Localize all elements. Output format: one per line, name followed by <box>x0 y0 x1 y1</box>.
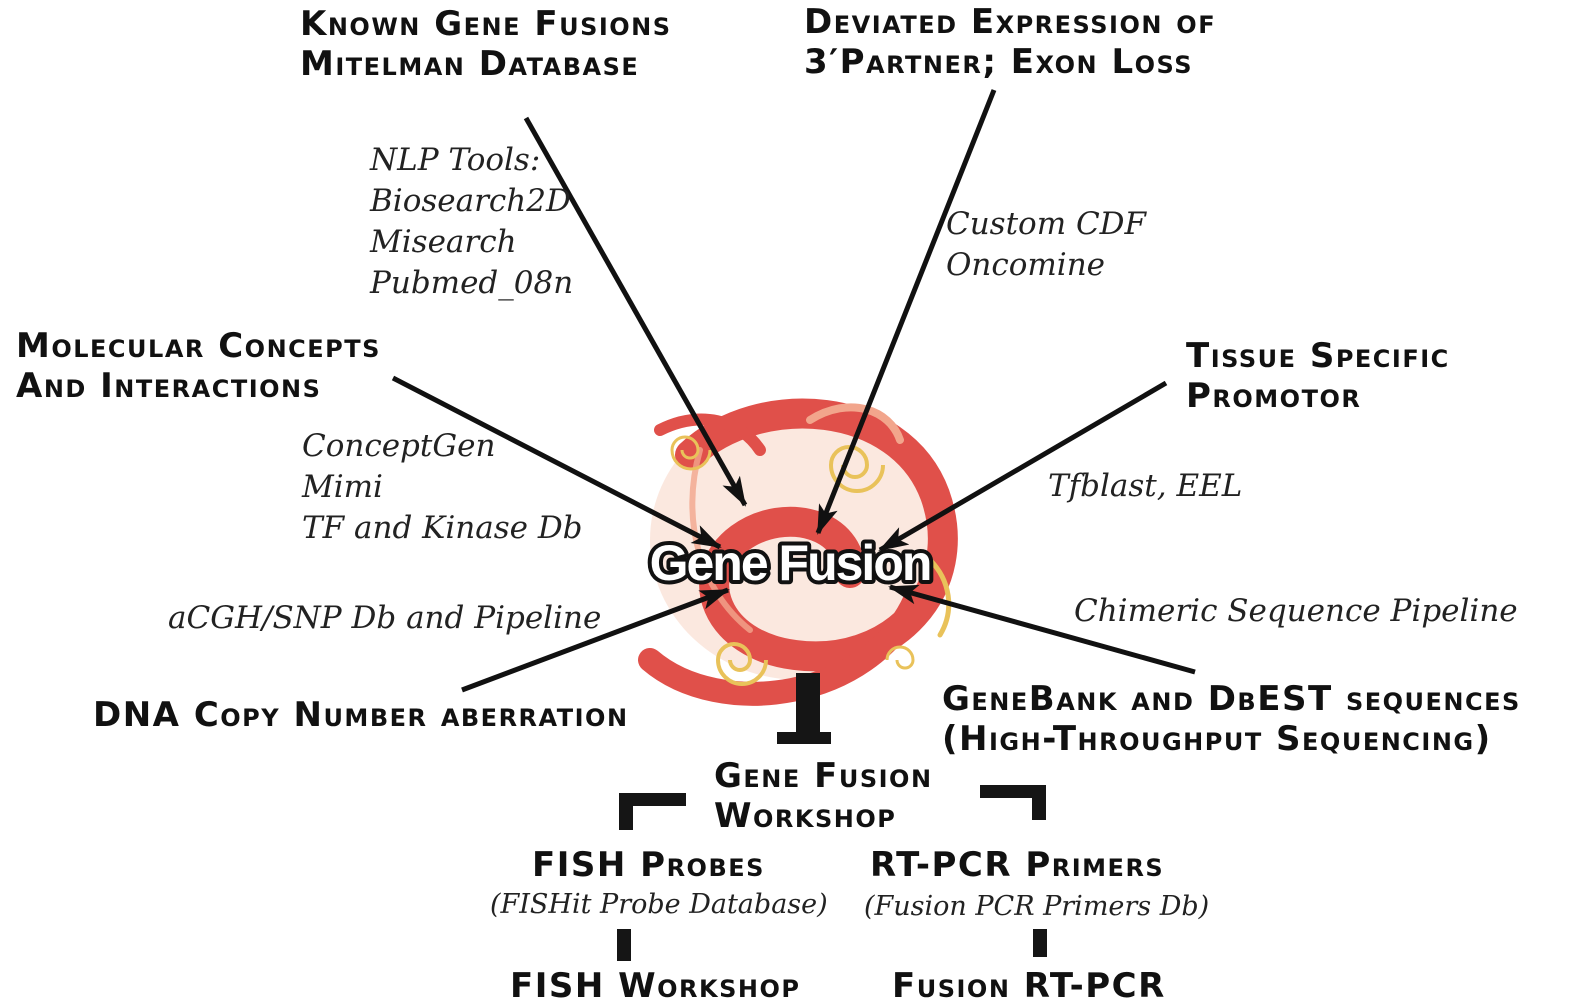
center-gene-fusion-label: Gene Fusion <box>650 535 931 591</box>
tool-item: Chimeric Sequence Pipeline <box>1074 591 1518 632</box>
fusion-rtpcr-heading: Fusion RT-PCR <box>892 966 1166 1006</box>
workshop-heading: Gene Fusion Workshop <box>714 756 933 836</box>
known-fusions-tools: NLP Tools: Biosearch2D Misearch Pubmed_0… <box>370 140 573 304</box>
deviated-expression-heading: Deviated Expression of 3′Partner; Exon L… <box>804 2 1216 82</box>
genebank-tools: Chimeric Sequence Pipeline <box>1074 591 1518 632</box>
connector-fish-final <box>617 929 631 961</box>
rtpcr-primers-heading: RT-PCR Primers <box>870 845 1164 885</box>
fish-probes-heading: FISH Probes <box>532 845 765 885</box>
molecular-concepts-tools: ConceptGen Mimi TF and Kinase Db <box>302 426 583 549</box>
molecular-concepts-heading: Molecular Concepts And Interactions <box>16 326 381 406</box>
fish-workshop-heading: FISH Workshop <box>510 966 801 1006</box>
connector-bracket-right <box>980 785 1046 820</box>
tool-item: Pubmed_08n <box>370 263 573 304</box>
connector-pcr-final <box>1033 929 1047 957</box>
tool-item: Custom CDF <box>946 204 1146 245</box>
heading-line: Promotor <box>1186 376 1450 416</box>
tool-item: ConceptGen <box>302 426 583 467</box>
heading-line: (High-Throughput Sequencing) <box>942 719 1521 759</box>
heading-line: Molecular Concepts <box>16 326 381 366</box>
heading-line: DNA Copy Number aberration <box>93 695 629 735</box>
tool-item: aCGH/SNP Db and Pipeline <box>168 598 601 639</box>
tissue-promotor-tools: Tfblast, EEL <box>1048 466 1242 507</box>
deviated-expression-tools: Custom CDF Oncomine <box>946 204 1146 286</box>
tool-item: NLP Tools: <box>370 140 573 181</box>
dna-copy-heading: DNA Copy Number aberration <box>93 695 629 735</box>
connector-foot-workshop <box>777 732 831 744</box>
heading-line: Deviated Expression of <box>804 2 1216 42</box>
connector-stem-workshop <box>796 673 820 739</box>
tissue-promotor-heading: Tissue Specific Promotor <box>1186 336 1450 416</box>
heading-line: And Interactions <box>16 366 381 406</box>
heading-line: Workshop <box>714 796 933 836</box>
tool-item: Oncomine <box>946 245 1146 286</box>
genebank-heading: GeneBank and DbEST sequences (High-Throu… <box>942 679 1521 759</box>
heading-line: Gene Fusion <box>714 756 933 796</box>
fish-probes-database: (FISHit Probe Database) <box>490 889 828 921</box>
connector-bracket-left <box>619 793 686 830</box>
rtpcr-primers-database: (Fusion PCR Primers Db) <box>864 891 1209 923</box>
tool-item: Misearch <box>370 222 573 263</box>
heading-line: 3′Partner; Exon Loss <box>804 42 1216 82</box>
tool-item: Biosearch2D <box>370 181 573 222</box>
tool-item: Mimi <box>302 467 583 508</box>
tool-item: Tfblast, EEL <box>1048 466 1242 507</box>
heading-line: Mitelman Database <box>300 44 672 84</box>
heading-line: Known Gene Fusions <box>300 4 672 44</box>
heading-line: GeneBank and DbEST sequences <box>942 679 1521 719</box>
heading-line: Tissue Specific <box>1186 336 1450 376</box>
dna-copy-tools: aCGH/SNP Db and Pipeline <box>168 598 601 639</box>
tool-item: TF and Kinase Db <box>302 508 583 549</box>
known-fusions-heading: Known Gene Fusions Mitelman Database <box>300 4 672 84</box>
